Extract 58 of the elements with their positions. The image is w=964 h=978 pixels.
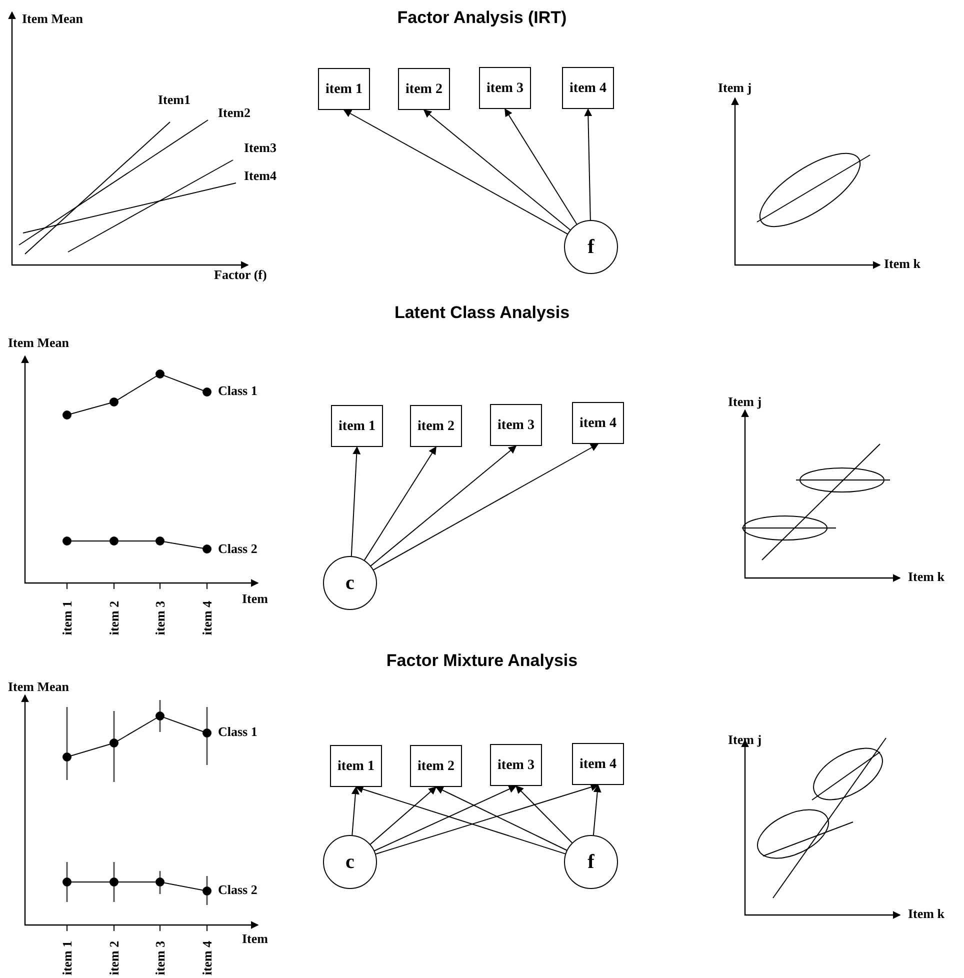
axis-label: Item j [718, 81, 752, 94]
axis-label: Item [242, 932, 268, 945]
item-box: item 1 [331, 405, 383, 447]
axis-label: Class 1 [218, 725, 258, 738]
arrow [515, 785, 573, 844]
axis-label: Item j [728, 395, 762, 408]
axis-label: Item k [908, 907, 944, 920]
arrow [355, 785, 566, 854]
axis-tick-label: item 4 [200, 600, 214, 636]
item-box: item 4 [572, 743, 624, 785]
item-box: item 4 [562, 67, 614, 109]
arrow [592, 784, 602, 836]
axis-tick-label: item 3 [154, 940, 166, 976]
axis-label: Item3 [244, 141, 276, 154]
axis-label: Item2 [218, 106, 250, 119]
arrow [423, 110, 571, 230]
axis-label: Item Mean [8, 680, 70, 693]
arrow [504, 108, 578, 225]
axis-label: Item k [884, 257, 920, 270]
arrow [374, 785, 517, 852]
arrow [364, 446, 436, 561]
arrow [370, 786, 437, 845]
axis-label: Factor (f) [214, 268, 267, 281]
section-title: Latent Class Analysis [394, 304, 570, 321]
arrow [373, 444, 599, 570]
axis-label: Item1 [158, 93, 190, 106]
section-title: Factor Mixture Analysis [386, 652, 578, 669]
item-box: item 3 [490, 744, 542, 786]
arrow [351, 786, 360, 836]
axis-tick-label: item 1 [60, 600, 74, 636]
item-box: item 2 [410, 745, 462, 787]
axis-label: Class 2 [218, 542, 258, 555]
item-box: item 4 [572, 402, 624, 444]
item-box: item 3 [479, 67, 531, 109]
axis-tick-label: item 4 [200, 940, 214, 976]
axis-label: Item Mean [8, 336, 70, 349]
axis-label: Item4 [244, 169, 276, 182]
axis-label: Item [242, 592, 268, 605]
axis-label: Item k [908, 570, 944, 583]
item-box: item 1 [330, 745, 382, 787]
arrow [375, 783, 599, 854]
arrow [343, 110, 568, 234]
section-title: Factor Analysis (IRT) [397, 9, 567, 26]
item-box: item 2 [398, 68, 450, 110]
axis-label: Class 2 [218, 883, 258, 896]
axis-label: Item Mean [22, 12, 84, 25]
axis-tick-label: item 2 [108, 940, 120, 976]
axis-tick-label: item 2 [108, 600, 120, 636]
axis-tick-label: item 1 [60, 940, 74, 976]
arrow [435, 786, 568, 851]
arrow [350, 446, 361, 557]
axis-tick-label: item 3 [154, 600, 166, 636]
arrow [370, 446, 517, 566]
item-box: item 2 [410, 405, 462, 447]
arrow [584, 108, 592, 220]
axis-label: Class 1 [218, 384, 258, 397]
item-box: item 3 [490, 404, 542, 446]
item-box: item 1 [318, 68, 370, 110]
